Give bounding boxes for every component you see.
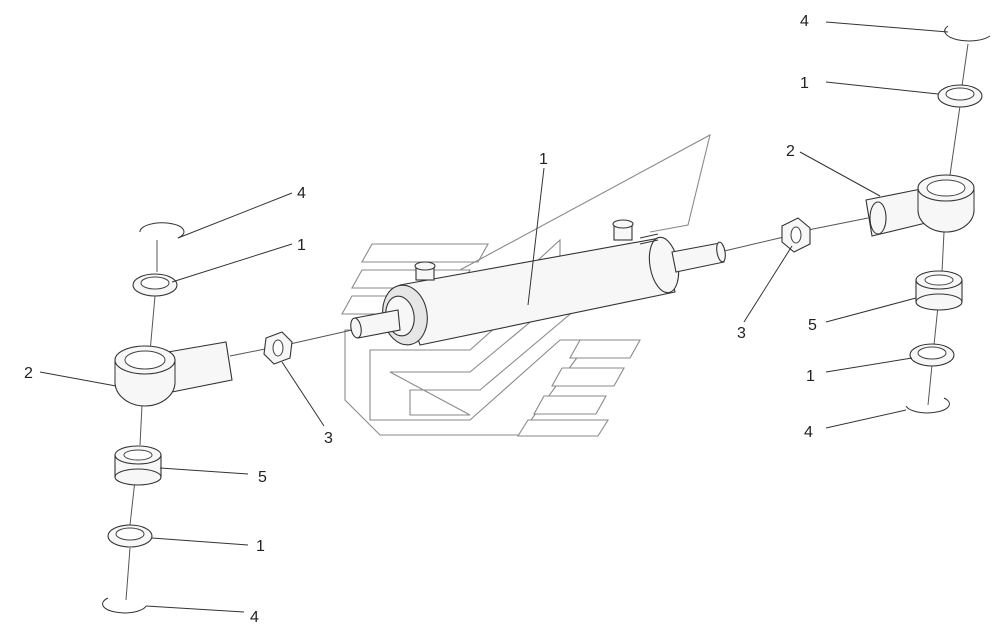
callout-5-right: 5 (808, 317, 817, 334)
right-bushing (915, 270, 963, 311)
left-washers (102, 222, 185, 614)
callout-1-lower-left: 1 (256, 538, 265, 555)
callout-4-top-right: 4 (800, 13, 809, 30)
callout-2-left: 2 (24, 365, 33, 382)
callout-4-top-left: 4 (297, 185, 306, 202)
leader-lines (39, 21, 949, 613)
left-rod-end (114, 341, 233, 407)
callout-4-lower-right: 4 (804, 424, 813, 441)
callout-3-left: 3 (324, 430, 333, 447)
callout-1-top-left: 1 (297, 237, 306, 254)
left-bushing (114, 445, 162, 486)
hydraulic-cylinder (350, 219, 726, 346)
right-rod-end (865, 174, 975, 237)
callout-1-top-right: 1 (800, 75, 809, 92)
callout-2-right: 2 (786, 143, 795, 160)
left-nut (263, 331, 293, 365)
callout-6: 1 (539, 151, 548, 168)
callout-5-left: 5 (258, 469, 267, 486)
assembly-axes (125, 43, 969, 601)
callout-1-lower-right: 1 (806, 368, 815, 385)
callout-labels: 4 1 2 1 3 5 1 4 4 1 2 3 5 1 4 (24, 13, 817, 626)
callout-4-lower-left: 4 (250, 609, 259, 626)
callout-3-right: 3 (737, 325, 746, 342)
right-washers (905, 25, 991, 414)
right-nut (781, 217, 811, 253)
